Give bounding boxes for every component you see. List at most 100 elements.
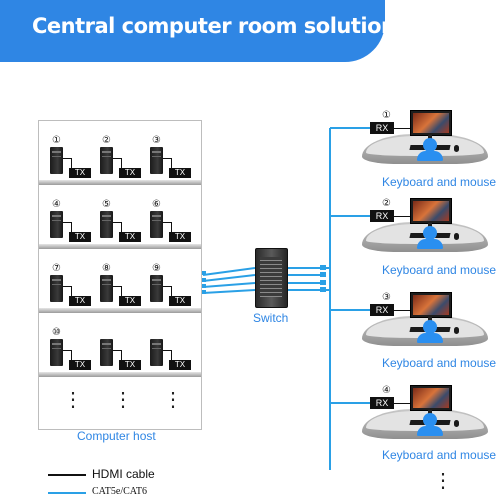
host-pc: TX [149, 328, 199, 378]
mouse-icon [454, 420, 459, 427]
user-head-icon [423, 413, 437, 427]
tx-box: TX [69, 296, 91, 306]
pc-tower-icon [150, 275, 163, 302]
hdmi-wire [163, 158, 172, 171]
hdmi-wire [394, 128, 410, 129]
host-number: ⑨ [152, 263, 161, 274]
hdmi-wire [63, 286, 72, 299]
host-pc: ① TX [49, 135, 99, 186]
host-pc: ⑨ TX [149, 263, 199, 314]
rack-shelf [39, 244, 201, 249]
host-number: ④ [52, 199, 61, 210]
station-number: ③ [382, 292, 391, 303]
rack-shelf [39, 308, 201, 313]
user-body-icon [417, 239, 443, 249]
more-hosts-ellipsis: ⋮ [113, 389, 133, 411]
switch-caption: Switch [253, 311, 289, 325]
legend-hdmi-swatch [48, 474, 86, 476]
more-stations-ellipsis: ⋮ [433, 470, 453, 492]
network-switch-icon [255, 248, 288, 308]
legend-hdmi-label: HDMI cable [92, 467, 155, 481]
tx-box: TX [169, 296, 191, 306]
tx-box: TX [169, 168, 191, 178]
mouse-icon [454, 327, 459, 334]
pc-tower-icon [150, 147, 163, 174]
host-pc: ⑧ TX [99, 263, 149, 314]
switch-port-stubs [320, 265, 326, 292]
host-rack-caption: Computer host [77, 429, 156, 443]
tx-box: TX [69, 360, 91, 370]
hdmi-wire [63, 158, 72, 171]
host-number: ③ [152, 135, 161, 146]
host-pc: ③ TX [149, 135, 199, 186]
station-number: ① [382, 110, 391, 121]
more-hosts-ellipsis: ⋮ [63, 389, 83, 411]
title-banner: Central computer room solution [0, 0, 396, 62]
station-label: Keyboard and mouse [382, 263, 497, 277]
station-number: ② [382, 198, 391, 209]
tx-box: TX [119, 168, 141, 178]
pc-tower-icon [50, 147, 63, 174]
more-hosts-ellipsis: ⋮ [163, 389, 183, 411]
pc-tower-icon [100, 339, 113, 366]
host-number: ② [102, 135, 111, 146]
workstation: ③ RX [362, 292, 490, 372]
rack-to-switch-cables [202, 267, 256, 294]
mouse-icon [454, 145, 459, 152]
user-head-icon [423, 138, 437, 152]
host-rack: ① TX ② TX ③ TX ④ TX ⑤ TX ⑥ TX ⑦ TX [38, 120, 202, 430]
monitor-icon [410, 292, 452, 318]
pc-tower-icon [100, 211, 113, 238]
hdmi-wire [113, 350, 122, 363]
hdmi-wire [163, 286, 172, 299]
workstation: ④ RX [362, 385, 490, 465]
host-pc: ⑩ TX [49, 327, 99, 378]
pc-tower-icon [150, 339, 163, 366]
monitor-icon [410, 385, 452, 411]
pc-tower-icon [50, 275, 63, 302]
tx-box: TX [119, 360, 141, 370]
host-pc: ⑤ TX [99, 199, 149, 250]
host-number: ⑩ [52, 327, 61, 338]
hdmi-wire [113, 158, 122, 171]
mouse-icon [454, 233, 459, 240]
tx-box: TX [119, 296, 141, 306]
hdmi-wire [113, 286, 122, 299]
pc-tower-icon [50, 339, 63, 366]
host-pc: ② TX [99, 135, 149, 186]
host-number: ⑧ [102, 263, 111, 274]
rack-shelf [39, 180, 201, 185]
tx-box: TX [169, 360, 191, 370]
hdmi-wire [163, 222, 172, 235]
tx-box: TX [169, 232, 191, 242]
host-pc: ⑦ TX [49, 263, 99, 314]
pc-tower-icon [100, 275, 113, 302]
hdmi-wire [394, 216, 410, 217]
monitor-icon [410, 198, 452, 224]
station-label: Keyboard and mouse [382, 448, 497, 462]
host-number: ⑥ [152, 199, 161, 210]
page-title: Central computer room solution [32, 14, 396, 38]
hdmi-wire [63, 350, 72, 363]
pc-tower-icon [100, 147, 113, 174]
tx-box: TX [69, 168, 91, 178]
workstation: ② RX [362, 198, 490, 278]
host-number: ⑤ [102, 199, 111, 210]
rx-box: RX [370, 210, 394, 222]
user-body-icon [417, 333, 443, 343]
user-body-icon [417, 426, 443, 436]
host-pc: ⑥ TX [149, 199, 199, 250]
rx-box: RX [370, 122, 394, 134]
monitor-icon [410, 110, 452, 136]
tx-box: TX [69, 232, 91, 242]
workstation: ① RX [362, 110, 490, 190]
station-label: Keyboard and mouse [382, 356, 497, 370]
host-pc: TX [99, 328, 149, 378]
host-number: ① [52, 135, 61, 146]
hdmi-wire [63, 222, 72, 235]
hdmi-wire [163, 350, 172, 363]
user-body-icon [417, 151, 443, 161]
rx-box: RX [370, 397, 394, 409]
hdmi-wire [394, 403, 410, 404]
station-label: Keyboard and mouse [382, 175, 497, 189]
